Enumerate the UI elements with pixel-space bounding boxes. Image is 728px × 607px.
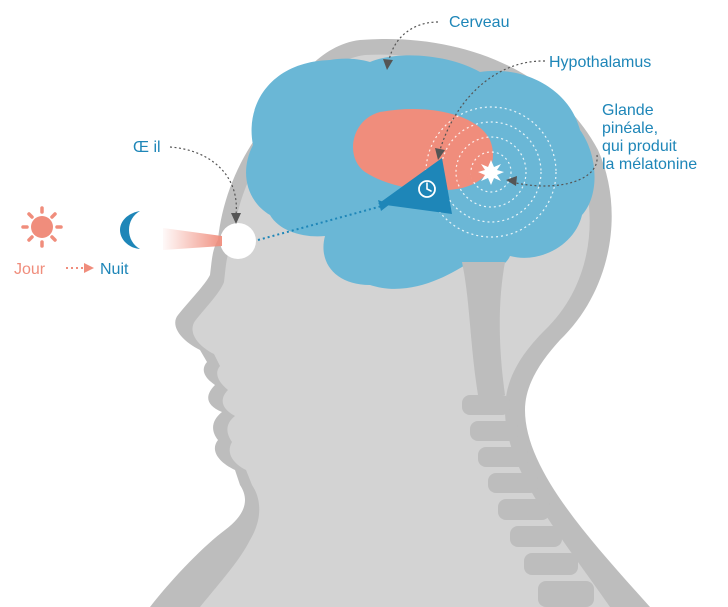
label-nuit: Nuit [100, 261, 129, 278]
label-cerveau: Cerveau [449, 14, 509, 31]
label-jour: Jour [14, 261, 46, 278]
sun-icon [23, 208, 61, 246]
light-beam [163, 228, 222, 250]
label-oeil: Œ il [133, 139, 161, 156]
label-glande-line1: Glande [602, 102, 654, 119]
label-glande-line3: qui produit [602, 138, 677, 155]
eye [220, 223, 256, 259]
label-glande-line2: pinéale, [602, 120, 658, 137]
label-glande-line4: la mélatonine [602, 156, 697, 173]
jour-to-nuit-arrowhead [84, 263, 94, 273]
label-hypothalamus: Hypothalamus [549, 54, 651, 71]
moon-icon [120, 211, 140, 249]
